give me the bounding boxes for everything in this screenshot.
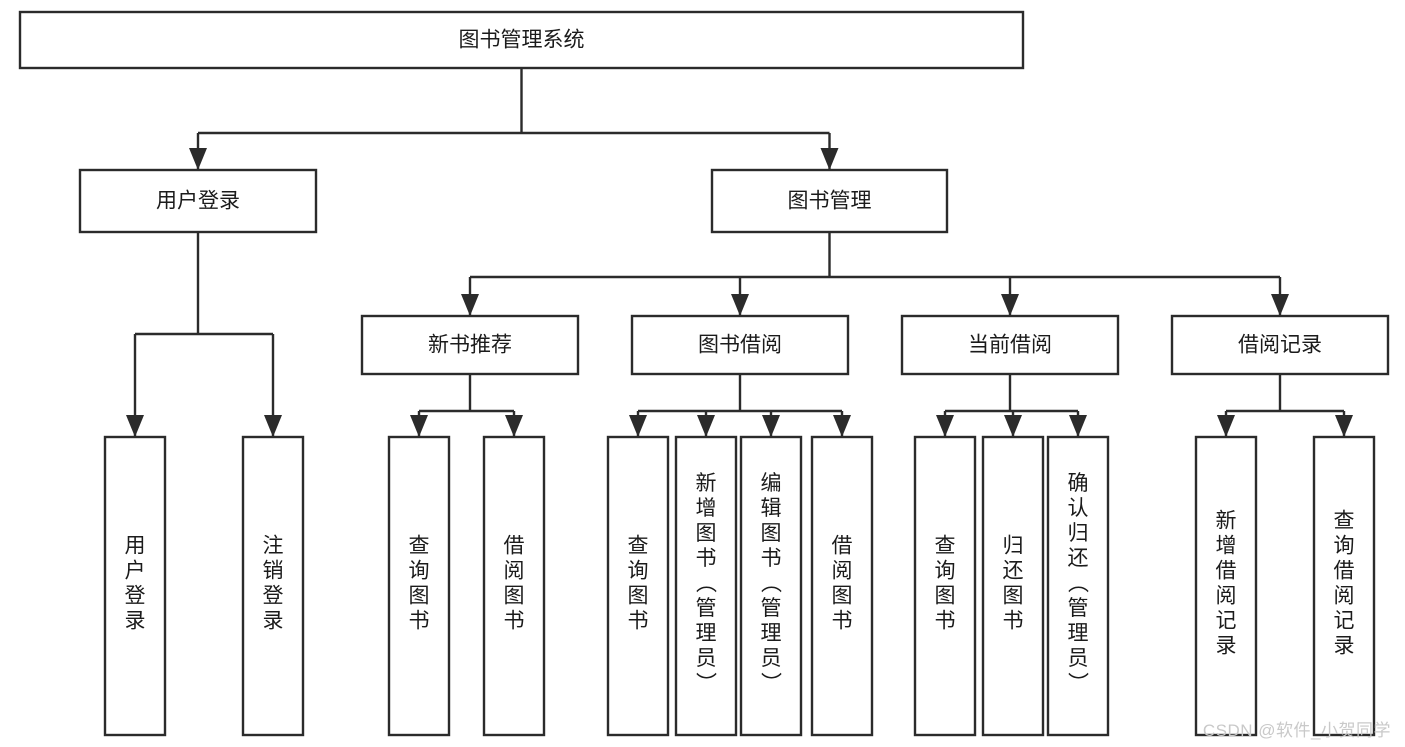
node-label: 图书管理系统: [459, 29, 585, 52]
node-user_login[interactable]: 用户登录: [78, 168, 318, 234]
node-new_book_rec[interactable]: 新书推荐: [360, 314, 580, 376]
node-label: 新书推荐: [428, 334, 512, 357]
node-leaf_query_book_1[interactable]: 查询图书: [387, 435, 451, 737]
node-leaf_add_book[interactable]: 新增图书（管理员）: [674, 435, 738, 737]
node-leaf_logout[interactable]: 注销登录: [241, 435, 305, 737]
node-leaf_edit_book[interactable]: 编辑图书（管理员）: [739, 435, 803, 737]
csdn-watermark: CSDN @软件_小贺同学: [1202, 721, 1391, 740]
node-box: [1194, 435, 1258, 737]
node-box: [810, 435, 874, 737]
node-label: 查询图书: [935, 535, 956, 633]
node-box: [900, 314, 1120, 376]
arrow-head-icon: [731, 294, 749, 316]
arrow-head-icon: [936, 415, 954, 437]
node-label: 图书管理: [788, 190, 872, 213]
node-label: 用户登录: [156, 190, 240, 213]
arrow-head-icon: [820, 148, 839, 170]
arrow-head-icon: [629, 415, 647, 437]
node-leaf_user_login[interactable]: 用户登录: [103, 435, 167, 737]
node-box: [630, 314, 850, 376]
node-label: 查询借阅记录: [1334, 510, 1355, 658]
node-leaf_borrow_book_1[interactable]: 借阅图书: [482, 435, 546, 737]
node-label: 查询图书: [628, 535, 649, 633]
arrow-head-icon: [762, 415, 780, 437]
node-label: 归还图书: [1003, 535, 1024, 633]
node-label: 注销登录: [263, 535, 284, 633]
node-box: [913, 435, 977, 737]
arrow-head-icon: [1335, 415, 1353, 437]
node-leaf_query_book_2[interactable]: 查询图书: [606, 435, 670, 737]
node-root[interactable]: 图书管理系统: [18, 10, 1025, 70]
node-label: 新增图书（管理员）: [696, 472, 718, 695]
arrow-head-icon: [189, 148, 207, 170]
node-leaf_query_record[interactable]: 查询借阅记录: [1312, 435, 1376, 737]
node-box: [482, 435, 546, 737]
arrow-head-icon: [264, 415, 282, 437]
arrow-head-icon: [1271, 294, 1289, 316]
node-leaf_add_record[interactable]: 新增借阅记录: [1194, 435, 1258, 737]
node-label: 借阅记录: [1238, 334, 1322, 357]
arrow-head-icon: [1217, 415, 1235, 437]
arrow-head-icon: [1069, 415, 1087, 437]
node-box: [103, 435, 167, 737]
arrow-head-icon: [697, 415, 715, 437]
node-borrow_record[interactable]: 借阅记录: [1170, 314, 1390, 376]
node-leaf_query_book_3[interactable]: 查询图书: [913, 435, 977, 737]
connector-layer: [126, 68, 1353, 437]
node-box: [1046, 435, 1110, 737]
node-box: [18, 10, 1025, 70]
node-label: 编辑图书（管理员）: [761, 472, 783, 695]
node-label: 查询图书: [409, 535, 430, 633]
arrow-head-icon: [126, 415, 144, 437]
arrow-head-icon: [410, 415, 428, 437]
node-box: [739, 435, 803, 737]
node-label: 确认归还（管理员）: [1068, 472, 1090, 695]
node-layer: 图书管理系统用户登录图书管理新书推荐图书借阅当前借阅借阅记录用户登录注销登录查询…: [18, 10, 1390, 737]
arrow-head-icon: [1004, 415, 1022, 437]
node-label: 新增借阅记录: [1216, 510, 1237, 658]
node-box: [1312, 435, 1376, 737]
arrow-head-icon: [461, 294, 479, 316]
node-label: 用户登录: [125, 535, 146, 633]
node-leaf_borrow_book_2[interactable]: 借阅图书: [810, 435, 874, 737]
node-box: [981, 435, 1045, 737]
node-label: 借阅图书: [832, 535, 853, 633]
node-box: [360, 314, 580, 376]
node-label: 当前借阅: [968, 334, 1052, 357]
node-leaf_confirm_return[interactable]: 确认归还（管理员）: [1046, 435, 1110, 737]
node-box: [710, 168, 949, 234]
node-box: [78, 168, 318, 234]
node-box: [606, 435, 670, 737]
arrow-head-icon: [1001, 294, 1019, 316]
node-label: 借阅图书: [504, 535, 525, 633]
node-box: [241, 435, 305, 737]
node-box: [387, 435, 451, 737]
node-leaf_return_book[interactable]: 归还图书: [981, 435, 1045, 737]
node-box: [1170, 314, 1390, 376]
arrow-head-icon: [833, 415, 851, 437]
node-label: 图书借阅: [698, 334, 782, 357]
node-book_borrow[interactable]: 图书借阅: [630, 314, 850, 376]
node-book_manage[interactable]: 图书管理: [710, 168, 949, 234]
arrow-head-icon: [505, 415, 523, 437]
node-box: [674, 435, 738, 737]
node-current_borrow[interactable]: 当前借阅: [900, 314, 1120, 376]
